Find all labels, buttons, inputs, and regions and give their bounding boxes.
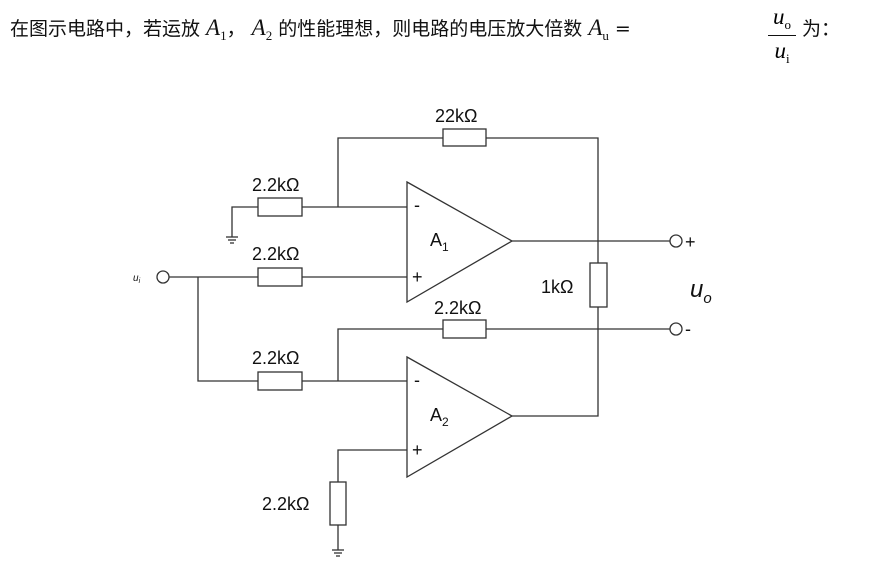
a2-minus: - (414, 370, 420, 390)
label-ground-a1: 2.2kΩ (252, 175, 299, 195)
resistor-ground-a2 (329, 481, 347, 526)
symbol-au: Au (588, 15, 609, 43)
question-sep: ， (226, 18, 252, 40)
label-feedback-a2: 2.2kΩ (434, 298, 481, 318)
wires (169, 137, 670, 550)
question-part1: 在图示电路中，若运放 (10, 18, 207, 40)
gain-fraction: uo ui (768, 4, 796, 67)
symbol-a2: A2 (251, 15, 273, 43)
label-1k: 1kΩ (541, 277, 573, 297)
a2-label: A2 (430, 405, 449, 429)
label-22k: 22kΩ (435, 106, 477, 126)
resistor-22k (442, 128, 487, 147)
question-text: 在图示电路中，若运放 A1， A2 的性能理想，则电路的电压放大倍数 Au = (10, 14, 631, 44)
output-label: uo (690, 276, 712, 307)
ground-icon (226, 236, 238, 244)
resistor-1k (589, 262, 608, 308)
opamp-a1 (406, 180, 514, 304)
a1-plus: + (412, 267, 423, 287)
resistor-input-a1 (257, 267, 303, 287)
opamp-a2 (406, 355, 514, 479)
a1-label: A1 (430, 230, 449, 254)
input-label: ui (133, 273, 141, 285)
out-plus-label: + (685, 232, 696, 252)
fraction-numerator: uo (773, 4, 791, 32)
resistor-ground-a1 (257, 197, 303, 217)
question-part2: 的性能理想，则电路的电压放大倍数 (272, 18, 589, 40)
a2-plus: + (412, 440, 423, 460)
out-minus-label: - (685, 319, 691, 339)
label-ground-a2: 2.2kΩ (262, 494, 309, 514)
resistor-input-a2 (257, 371, 303, 391)
output-terminal-plus (669, 234, 683, 248)
question-part3: 为： (802, 18, 841, 40)
a1-minus: - (414, 195, 420, 215)
symbol-a1: A1 (206, 15, 227, 43)
resistor-feedback-a2 (442, 319, 487, 339)
label-input-a2: 2.2kΩ (252, 348, 299, 368)
equals-sign: = (608, 18, 631, 40)
output-terminal-minus (669, 322, 683, 336)
ground-icon (332, 549, 344, 557)
input-terminal (156, 270, 170, 284)
fraction-denominator: ui (774, 38, 790, 66)
label-input-a1: 2.2kΩ (252, 244, 299, 264)
